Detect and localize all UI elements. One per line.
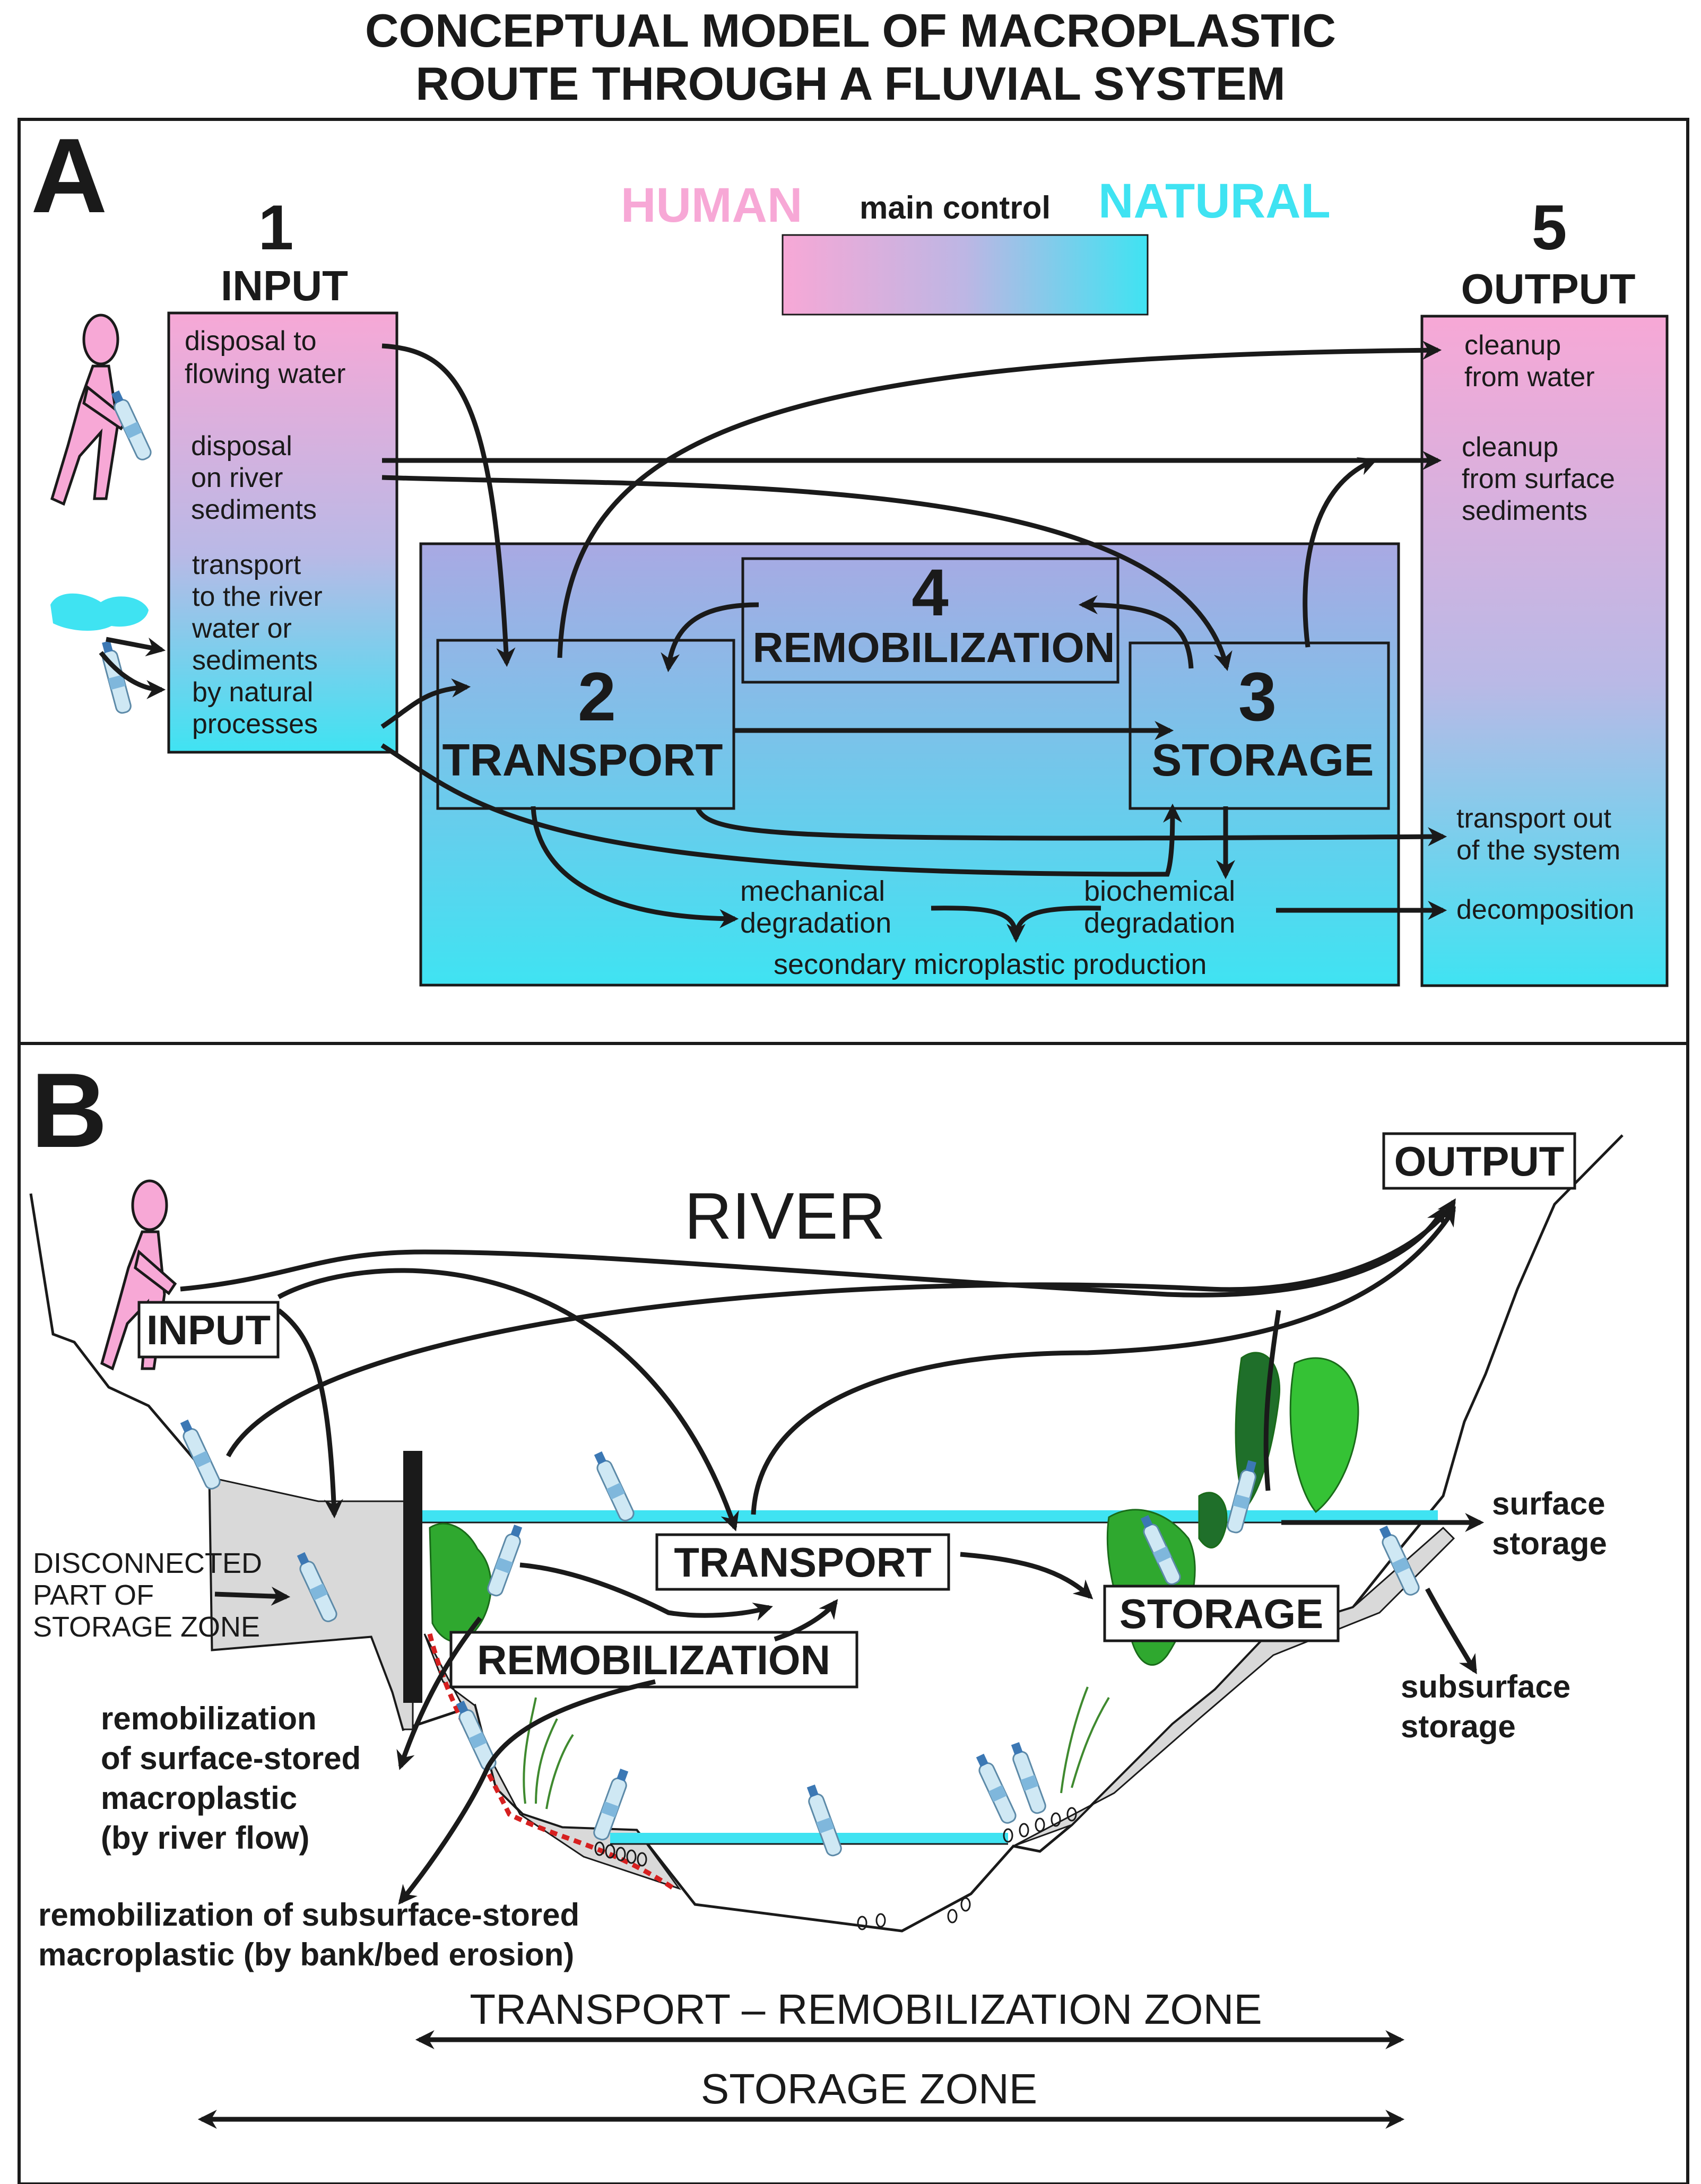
- input-item: processes: [192, 709, 318, 739]
- svg-text:STORAGE ZONE: STORAGE ZONE: [33, 1611, 260, 1643]
- input-item: sediments: [191, 494, 317, 525]
- bottle-icon: [803, 1782, 844, 1858]
- storage-label: STORAGE: [1119, 1590, 1323, 1637]
- input-item: disposal: [191, 431, 292, 462]
- disconnected-label: DISCONNECTED PART OF STORAGE ZONE: [33, 1547, 262, 1643]
- remobilization-number: 4: [912, 556, 949, 630]
- input-box: [167, 311, 398, 754]
- subsurface-storage-label: storage: [1401, 1709, 1516, 1744]
- panel-a-arrows: [380, 341, 1447, 943]
- svg-text:macroplastic: macroplastic: [101, 1780, 297, 1816]
- output-item: from water: [1464, 362, 1595, 393]
- input-label: INPUT: [146, 1307, 271, 1353]
- legend-natural: NATURAL: [1098, 174, 1331, 228]
- storage-title: STORAGE: [1152, 735, 1374, 786]
- remobilization-title: REMOBILIZATION: [753, 624, 1115, 671]
- svg-text:of surface-stored: of surface-stored: [101, 1741, 361, 1776]
- zone-transport-label: TRANSPORT – REMOBILIZATION ZONE: [470, 1986, 1262, 2033]
- transport-box: [436, 639, 735, 810]
- output-item: cleanup: [1464, 330, 1561, 361]
- svg-text:remobilization of subsurface-s: remobilization of subsurface-stored: [38, 1897, 579, 1933]
- remob-subsurface-label: remobilization of subsurface-stored macr…: [38, 1897, 579, 1972]
- output-item: transport out: [1456, 803, 1611, 834]
- panel-b-frame: [18, 1042, 1689, 2184]
- input-item: flowing water: [185, 359, 345, 389]
- output-item: cleanup: [1462, 432, 1558, 463]
- svg-text:DISCONNECTED: DISCONNECTED: [33, 1547, 262, 1579]
- input-item: by natural: [192, 677, 313, 708]
- figure-title-line1: CONCEPTUAL MODEL OF MACROPLASTIC: [365, 4, 1336, 57]
- grass: [523, 1686, 1110, 1809]
- output-title: OUTPUT: [1461, 265, 1636, 312]
- transport-label: TRANSPORT: [674, 1539, 931, 1586]
- legend-gradient-bar: [782, 234, 1149, 316]
- svg-text:remobilization: remobilization: [101, 1701, 317, 1736]
- water-splash-icon: [50, 593, 149, 631]
- figure-title-line2: ROUTE THROUGH A FLUVIAL SYSTEM: [415, 57, 1285, 110]
- remob-surface-label: remobilization of surface-stored macropl…: [101, 1701, 361, 1856]
- legend-main-control: main control: [860, 190, 1051, 225]
- arrow-natural-input-1: [106, 637, 166, 657]
- output-label: OUTPUT: [1394, 1138, 1565, 1185]
- secondary-microplastic: secondary microplastic production: [774, 949, 1207, 980]
- svg-text:(by river flow): (by river flow): [101, 1820, 309, 1856]
- transport-label-box: [655, 1533, 950, 1591]
- input-title: INPUT: [221, 262, 348, 309]
- transport-number: 2: [578, 658, 616, 735]
- legend-human: HUMAN: [621, 178, 802, 232]
- fluvial-system-box: [419, 542, 1400, 987]
- biochemical-degradation: degradation: [1084, 907, 1235, 939]
- bank-left: [423, 1633, 681, 1890]
- panel-a-label: A: [31, 117, 107, 235]
- surface-storage-label: storage: [1492, 1526, 1607, 1561]
- input-item: transport: [192, 550, 301, 580]
- input-item: water or: [192, 613, 292, 644]
- storage-box: [1129, 641, 1390, 810]
- storage-zone-left: [209, 1476, 414, 1730]
- output-item: sediments: [1462, 495, 1587, 526]
- remobilization-box: [741, 557, 1119, 684]
- input-item: disposal to: [185, 326, 317, 356]
- output-item: from surface: [1462, 464, 1615, 494]
- mechanical-degradation: mechanical: [740, 875, 885, 907]
- storage-label-box: [1103, 1585, 1340, 1642]
- storage-number: 3: [1238, 658, 1277, 735]
- input-number: 1: [258, 192, 294, 263]
- arrow-disconnected: [214, 1586, 291, 1606]
- svg-text:PART OF: PART OF: [33, 1579, 154, 1611]
- bank-right: [1013, 1526, 1455, 1847]
- output-label-box: [1382, 1132, 1576, 1190]
- remobilization-label: REMOBILIZATION: [477, 1637, 830, 1683]
- output-box: [1420, 315, 1669, 987]
- bottle-icon: [176, 1417, 223, 1492]
- output-number: 5: [1532, 192, 1567, 263]
- input-items: disposal to flowing water disposal on ri…: [185, 326, 345, 739]
- input-item: sediments: [192, 645, 318, 676]
- output-item: of the system: [1456, 835, 1620, 866]
- panel-b-label: B: [31, 1051, 107, 1170]
- zone-storage-label: STORAGE ZONE: [701, 2065, 1037, 2112]
- input-item: on river: [191, 463, 283, 493]
- panel-b-arrows: [180, 1198, 1485, 1905]
- surface-storage-label: surface: [1492, 1486, 1605, 1521]
- output-items: cleanup from water cleanup from surface …: [1456, 330, 1634, 925]
- embankment-wall: [403, 1451, 422, 1703]
- input-label-box: [137, 1301, 280, 1359]
- bottle-icon: [972, 1751, 1019, 1826]
- mechanical-degradation: degradation: [740, 907, 891, 939]
- transport-title: TRANSPORT: [442, 735, 723, 786]
- remobilization-label-box: [449, 1631, 858, 1689]
- pebbles: [594, 1807, 1077, 1930]
- svg-text:macroplastic (by bank/bed eros: macroplastic (by bank/bed erosion): [38, 1937, 574, 1972]
- bottle-icon: [1007, 1740, 1048, 1816]
- subsurface-storage-label: subsurface: [1401, 1669, 1570, 1704]
- bottle-icon: [485, 1522, 526, 1598]
- biochemical-degradation: biochemical: [1084, 875, 1235, 907]
- output-item: decomposition: [1456, 894, 1634, 925]
- arrow-natural-input-2: [99, 651, 166, 699]
- input-item: to the river: [192, 581, 323, 612]
- river-label: RIVER: [684, 1180, 886, 1253]
